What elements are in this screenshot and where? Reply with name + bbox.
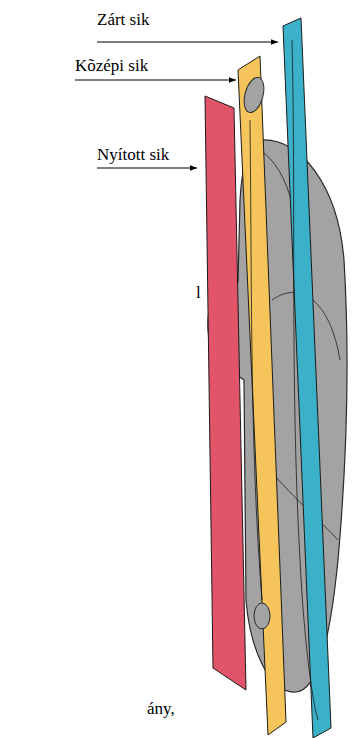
closed-plane [283, 18, 331, 738]
text-fragment: l [196, 283, 201, 303]
section-spot [241, 75, 268, 114]
section-line [250, 120, 262, 600]
plane-label: Nyított sik [97, 145, 169, 165]
plane-label: Kõzépi sik [75, 56, 148, 76]
leader-arrow [97, 42, 278, 43]
section-line [292, 40, 318, 720]
text-fragment: ány, [147, 699, 175, 719]
open-plane [205, 96, 246, 690]
leader-arrow [75, 80, 236, 81]
leader-arrow [97, 168, 197, 169]
section-spot [254, 603, 270, 629]
plane-label: Zárt sik [97, 10, 149, 30]
